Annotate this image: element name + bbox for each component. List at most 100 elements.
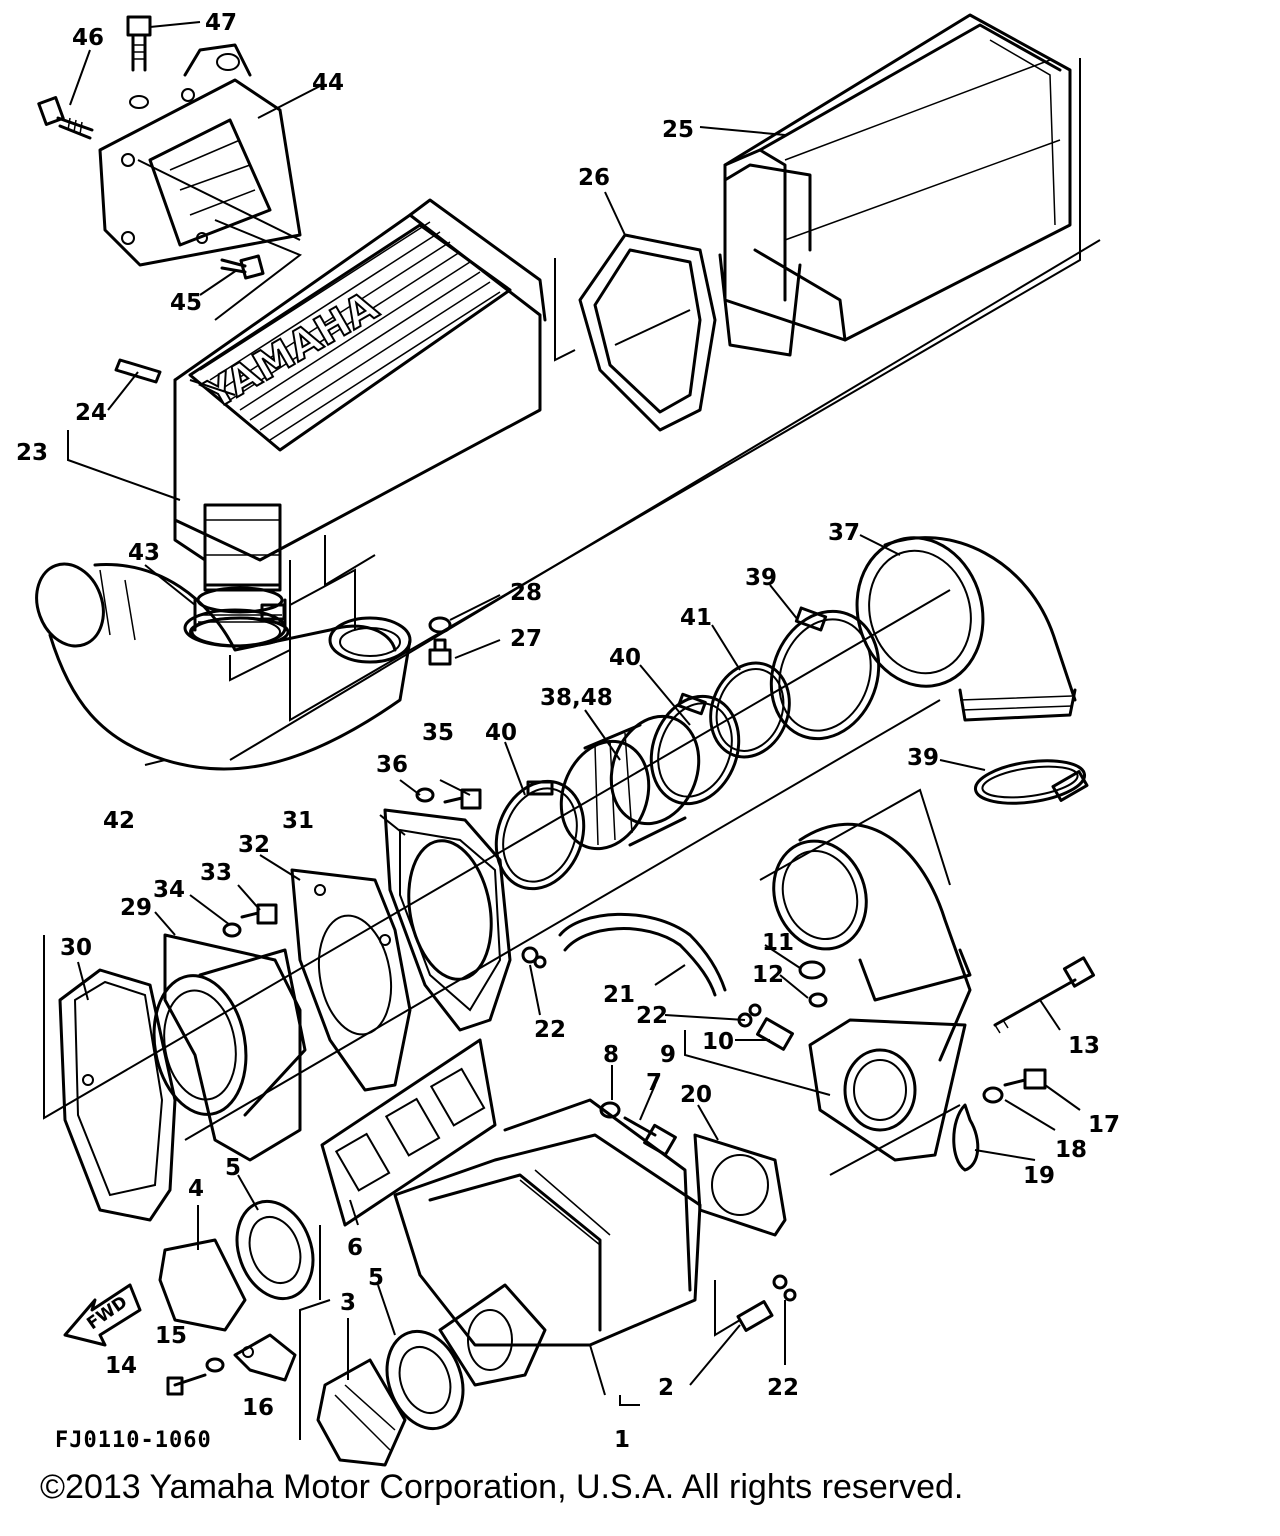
bolt-35 xyxy=(443,788,482,810)
plug-11 xyxy=(798,960,826,980)
outlet-elbow-9 xyxy=(772,822,972,1162)
callout-37: 37 xyxy=(828,520,860,546)
callout-31: 31 xyxy=(282,808,314,834)
mounting-bracket xyxy=(98,43,302,267)
washer-18 xyxy=(982,1086,1004,1104)
intake-elbow-42 xyxy=(35,562,412,771)
callout-5b: 5 xyxy=(368,1265,384,1291)
gasket-5-lower xyxy=(385,1329,465,1431)
clamp-39-lower xyxy=(973,759,1089,805)
callout-22a: 22 xyxy=(636,1003,668,1029)
silencer-box-25 xyxy=(718,13,1072,357)
callout-38-48: 38,48 xyxy=(540,685,613,711)
gasket-26 xyxy=(578,233,717,432)
callout-6: 6 xyxy=(347,1235,363,1261)
gasket-30 xyxy=(58,968,177,1222)
pin-24 xyxy=(114,358,162,384)
clamp-43 xyxy=(183,603,287,648)
callout-39a: 39 xyxy=(745,565,777,591)
gasket-5-upper xyxy=(235,1199,315,1301)
callout-40a: 40 xyxy=(609,645,641,671)
bolt-46 xyxy=(37,96,94,140)
callout-22b: 22 xyxy=(534,1017,566,1043)
callout-17: 17 xyxy=(1088,1112,1120,1138)
clip-19 xyxy=(952,1103,980,1172)
washer-15 xyxy=(205,1357,225,1373)
gasket-6 xyxy=(320,1038,497,1227)
callout-40b: 40 xyxy=(485,720,517,746)
callout-23: 23 xyxy=(16,440,48,466)
callout-8: 8 xyxy=(603,1042,619,1068)
elbow-2 xyxy=(736,1300,774,1332)
flange-31 xyxy=(383,808,512,1032)
callout-34: 34 xyxy=(153,877,185,903)
ring-41 xyxy=(709,661,791,759)
callout-25: 25 xyxy=(662,117,694,143)
bracket-16 xyxy=(233,1333,297,1382)
gasket-20 xyxy=(693,1133,787,1237)
callout-13: 13 xyxy=(1068,1033,1100,1059)
bolt-27 xyxy=(428,638,452,666)
callout-18: 18 xyxy=(1055,1137,1087,1163)
hose-38-48 xyxy=(559,714,701,851)
clip-22-a xyxy=(521,946,547,969)
clip-22-c xyxy=(772,1274,797,1302)
exhaust-manifold-1 xyxy=(393,1098,702,1387)
callout-46: 46 xyxy=(72,25,104,51)
callout-15: 15 xyxy=(155,1323,187,1349)
callout-3: 3 xyxy=(340,1290,356,1316)
assembly-guide-lines xyxy=(43,58,1101,1440)
callout-labels: 1 2 3 4 5 5 6 7 8 9 10 11 12 13 14 15 16… xyxy=(16,10,1120,1453)
elbow-37 xyxy=(855,536,1077,722)
washer-8 xyxy=(599,1101,621,1119)
washer-34 xyxy=(222,922,242,938)
callout-28: 28 xyxy=(510,580,542,606)
callout-7: 7 xyxy=(646,1070,662,1096)
callout-32: 32 xyxy=(238,832,270,858)
clip-22-b xyxy=(737,1003,762,1028)
callout-42: 42 xyxy=(103,808,135,834)
copyright-notice: ©2013 Yamaha Motor Corporation, U.S.A. A… xyxy=(40,1468,964,1506)
callout-9: 9 xyxy=(660,1042,676,1068)
callout-11: 11 xyxy=(762,930,794,956)
callout-16: 16 xyxy=(242,1395,274,1421)
cover-4 xyxy=(158,1238,247,1332)
callout-41: 41 xyxy=(680,605,712,631)
callout-leaders xyxy=(67,21,1081,1406)
callout-20: 20 xyxy=(680,1082,712,1108)
callout-35: 35 xyxy=(422,720,454,746)
callout-19: 19 xyxy=(1023,1163,1055,1189)
callout-29: 29 xyxy=(120,895,152,921)
callout-22c: 22 xyxy=(767,1375,799,1401)
callout-1: 1 xyxy=(614,1427,630,1453)
flange-29 xyxy=(152,933,307,1162)
bolt-47 xyxy=(126,15,152,109)
callout-47: 47 xyxy=(205,10,237,36)
washer-28 xyxy=(428,616,452,634)
callout-39b: 39 xyxy=(907,745,939,771)
tube-21 xyxy=(558,912,727,997)
forward-arrow-icon: FWD xyxy=(63,1283,142,1347)
callout-4: 4 xyxy=(188,1176,204,1202)
callout-44: 44 xyxy=(312,70,344,96)
bolt-33 xyxy=(240,903,278,925)
clamp-39-upper xyxy=(769,606,881,741)
washer-12 xyxy=(808,992,828,1008)
callout-21: 21 xyxy=(603,982,635,1008)
callout-26: 26 xyxy=(578,165,610,191)
gasket-32 xyxy=(290,868,412,1092)
callout-36: 36 xyxy=(376,752,408,778)
bolt-7 xyxy=(623,1116,677,1157)
callout-24: 24 xyxy=(75,400,107,426)
callout-12: 12 xyxy=(752,962,784,988)
callout-43: 43 xyxy=(128,540,160,566)
callout-10: 10 xyxy=(702,1029,734,1055)
nipple-10 xyxy=(756,1017,794,1051)
air-box-23: YAMAHA xyxy=(173,198,547,648)
callout-2: 2 xyxy=(658,1375,674,1401)
clamp-40-lower xyxy=(494,779,586,891)
callout-27: 27 xyxy=(510,626,542,652)
clamp-40-upper xyxy=(649,692,741,806)
bolt-17 xyxy=(1003,1068,1047,1090)
